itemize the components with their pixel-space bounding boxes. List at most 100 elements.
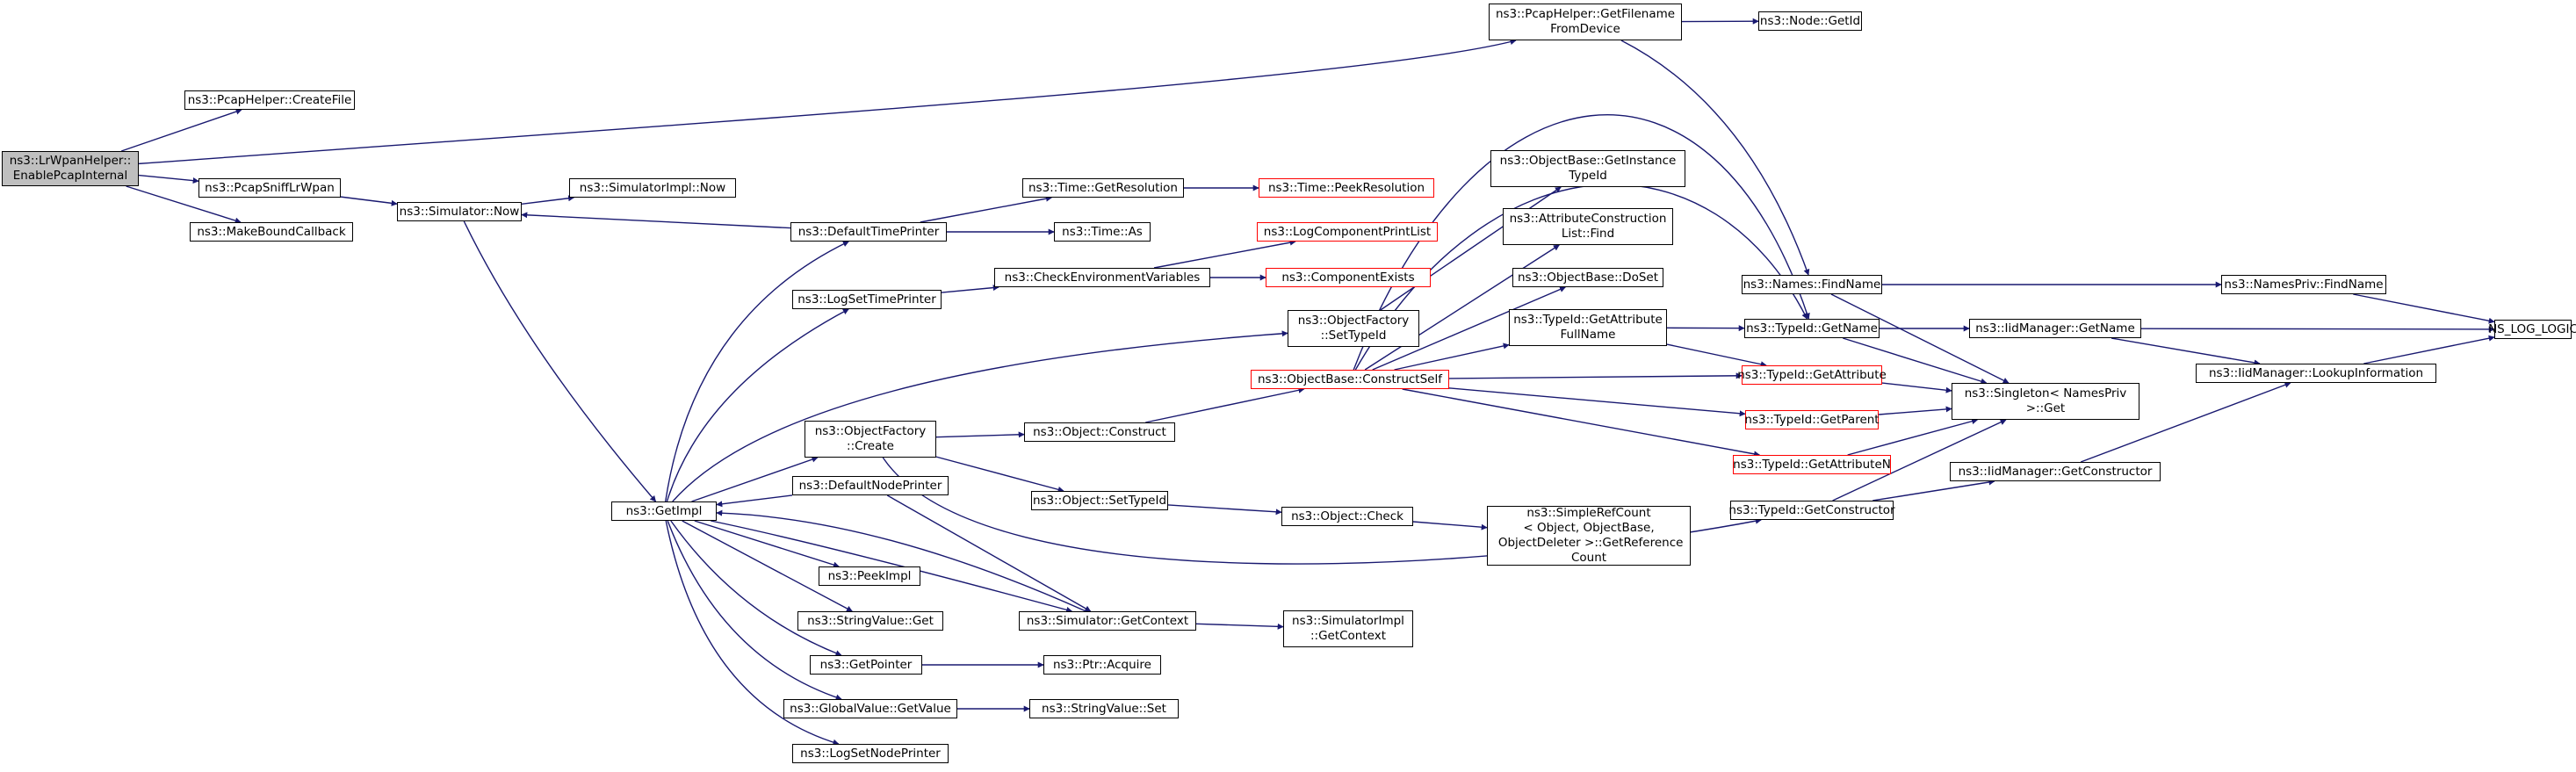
node-npfind[interactable]: ns3::NamesPriv::FindName — [2221, 275, 2386, 294]
node-lsnp[interactable]: ns3::LogSetNodePrinter — [792, 744, 949, 763]
node-nslog[interactable]: NS_LOG_LOGIC — [2488, 320, 2576, 339]
call-edge-tidgafn-to-tidgetattr — [1666, 343, 1767, 368]
call-edge-phgfn-to-namesfind — [1620, 40, 1810, 276]
call-edge-iidgetname-to-iidlookup — [2111, 337, 2261, 366]
call-edge-getimpl-to-ofcreate — [691, 456, 819, 502]
call-edge-simnow-to-getimpl — [463, 220, 657, 502]
node-srcount[interactable]: ns3::SimpleRefCount < Object, ObjectBase… — [1487, 506, 1691, 566]
call-edge-dtp-to-simnow — [521, 212, 791, 229]
call-edge-getimpl-to-svget — [682, 520, 853, 612]
node-obdoset[interactable]: ns3::ObjectBase::DoSet — [1512, 268, 1663, 287]
call-edge-obcs-to-tidgetattr — [1448, 372, 1743, 379]
call-edge-tidgetparent-to-singleton — [1878, 406, 1952, 415]
node-lstp[interactable]: ns3::LogSetTimePrinter — [792, 290, 942, 309]
call-edge-getimpl-to-lstp — [666, 308, 849, 502]
node-ofcreate[interactable]: ns3::ObjectFactory ::Create — [805, 421, 936, 458]
node-simctx[interactable]: ns3::Simulator::GetContext — [1019, 611, 1196, 631]
call-edge-simctx-to-getimpl — [716, 509, 1086, 612]
call-edge-dtp-to-timeres — [920, 195, 1052, 223]
node-cev[interactable]: ns3::CheckEnvironmentVariables — [994, 268, 1210, 287]
node-compex[interactable]: ns3::ComponentExists — [1266, 268, 1431, 287]
call-edge-simctx-to-implctx — [1195, 623, 1284, 630]
node-tidgetattrn[interactable]: ns3::TypeId::GetAttributeN — [1733, 455, 1891, 474]
call-edge-obcs-to-obdoset — [1372, 286, 1566, 371]
node-tidgetname[interactable]: ns3::TypeId::GetName — [1744, 319, 1880, 338]
call-edge-ofcreate-to-objconstruct — [935, 431, 1025, 438]
node-svset[interactable]: ns3::StringValue::Set — [1029, 699, 1179, 718]
call-edge-enable-to-phgfn — [138, 39, 1517, 165]
node-tidgafn[interactable]: ns3::TypeId::GetAttribute FullName — [1509, 309, 1667, 346]
call-edge-objsettid-to-objcheck — [1167, 504, 1282, 516]
node-tidgetctor[interactable]: ns3::TypeId::GetConstructor — [1728, 501, 1895, 520]
call-edge-lstp-to-cev — [941, 285, 999, 293]
call-edge-iidgetctor-to-iidlookup — [2080, 381, 2291, 463]
node-singleton[interactable]: ns3::Singleton< NamesPriv >::Get — [1952, 383, 2139, 420]
call-edge-namesfind-to-singleton — [1830, 293, 2010, 384]
node-enable: ns3::LrWpanHelper:: EnablePcapInternal — [2, 151, 139, 186]
node-simnow[interactable]: ns3::Simulator::Now — [397, 202, 522, 221]
call-edge-tidgetattr-to-singleton — [1881, 382, 1952, 393]
call-edge-objcheck-to-srcount — [1412, 521, 1488, 530]
node-timeas[interactable]: ns3::Time::As — [1054, 222, 1151, 242]
node-objsettid[interactable]: ns3::Object::SetTypeId — [1031, 491, 1168, 510]
call-edge-getimpl-to-getptr — [670, 520, 842, 656]
node-tidgetattr[interactable]: ns3::TypeId::GetAttribute — [1737, 365, 1887, 385]
node-obcs[interactable]: ns3::ObjectBase::ConstructSelf — [1251, 370, 1449, 389]
node-tidgetparent[interactable]: ns3::TypeId::GetParent — [1744, 410, 1880, 429]
call-edge-dnp-to-simctx — [886, 494, 1092, 612]
call-edge-getimpl-to-dtp — [664, 241, 849, 502]
call-edge-getimpl-to-lsnp — [665, 520, 840, 746]
node-lcpl[interactable]: ns3::LogComponentPrintList — [1257, 222, 1438, 242]
call-edge-enable-to-sniff — [138, 174, 199, 184]
call-edge-ofcreate-to-objsettid — [935, 456, 1064, 493]
node-gvget[interactable]: ns3::GlobalValue::GetValue — [783, 699, 957, 718]
call-edge-obcs-to-tidgetname — [1353, 114, 1810, 371]
node-getptr[interactable]: ns3::GetPointer — [810, 655, 922, 675]
node-nodegetid[interactable]: ns3::Node::GetId — [1758, 11, 1862, 31]
call-edge-getimpl-to-peekimpl — [694, 520, 840, 568]
node-ptracq[interactable]: ns3::Ptr::Acquire — [1043, 655, 1161, 675]
node-svget[interactable]: ns3::StringValue::Get — [797, 611, 943, 631]
node-dnp[interactable]: ns3::DefaultNodePrinter — [792, 476, 949, 495]
call-edge-obcs-to-aclf — [1364, 244, 1560, 371]
call-edge-tidgetattrn-to-singleton — [1847, 418, 1979, 456]
call-edge-sniff-to-simnow — [340, 196, 398, 206]
call-edge-enable-to-createfile — [120, 108, 242, 152]
call-edge-objconstruct-to-obcs — [1145, 386, 1305, 423]
node-objcheck[interactable]: ns3::Object::Check — [1281, 507, 1413, 526]
call-edge-obcs-to-tidgetparent — [1448, 387, 1746, 417]
node-objconstruct[interactable]: ns3::Object::Construct — [1024, 422, 1175, 442]
call-edge-getimpl-to-simctx — [711, 520, 1073, 613]
call-edge-iidgetname-to-nslog — [2140, 326, 2495, 333]
node-implctx[interactable]: ns3::SimulatorImpl ::GetContext — [1283, 610, 1413, 647]
node-phgfn[interactable]: ns3::PcapHelper::GetFilename FromDevice — [1489, 4, 1682, 40]
node-iidlookup[interactable]: ns3::IidManager::LookupInformation — [2196, 364, 2436, 383]
node-implnow[interactable]: ns3::SimulatorImpl::Now — [569, 178, 736, 198]
node-dtp[interactable]: ns3::DefaultTimePrinter — [790, 222, 947, 242]
call-edge-cev-to-lcpl — [1153, 239, 1296, 269]
call-edge-getimpl-to-ofsettid — [672, 330, 1288, 502]
node-ofsettid[interactable]: ns3::ObjectFactory ::SetTypeId — [1288, 310, 1419, 347]
node-namesfind[interactable]: ns3::Names::FindName — [1742, 275, 1882, 294]
node-getimpl[interactable]: ns3::GetImpl — [611, 501, 717, 521]
call-edge-dnp-to-getimpl — [716, 494, 793, 508]
node-mbc[interactable]: ns3::MakeBoundCallback — [190, 222, 353, 242]
call-edge-obcs-to-tidgafn — [1394, 343, 1510, 371]
node-iidgetname[interactable]: ns3::IidManager::GetName — [1969, 319, 2141, 338]
call-edge-obcs-to-tidgetattrn — [1402, 388, 1761, 458]
call-edge-tidgetctor-to-singleton — [1832, 419, 2007, 501]
call-edge-getimpl-to-gvget — [667, 520, 842, 701]
call-edge-tidgetname-to-singleton — [1843, 337, 1988, 385]
node-peekimpl[interactable]: ns3::PeekImpl — [819, 566, 920, 586]
node-iidgetctor[interactable]: ns3::IidManager::GetConstructor — [1950, 462, 2161, 481]
node-aclf[interactable]: ns3::AttributeConstruction List::Find — [1503, 208, 1673, 245]
node-obgit[interactable]: ns3::ObjectBase::GetInstance TypeId — [1490, 150, 1685, 187]
call-edge-npfind-to-nslog — [2353, 293, 2495, 324]
node-timeres[interactable]: ns3::Time::GetResolution — [1022, 178, 1184, 198]
node-peekres[interactable]: ns3::Time::PeekResolution — [1259, 178, 1434, 198]
call-edge-enable-to-mbc — [126, 185, 242, 224]
node-createfile[interactable]: ns3::PcapHelper::CreateFile — [184, 90, 355, 110]
call-edge-simnow-to-implnow — [521, 195, 575, 205]
node-sniff[interactable]: ns3::PcapSniffLrWpan — [198, 178, 341, 198]
